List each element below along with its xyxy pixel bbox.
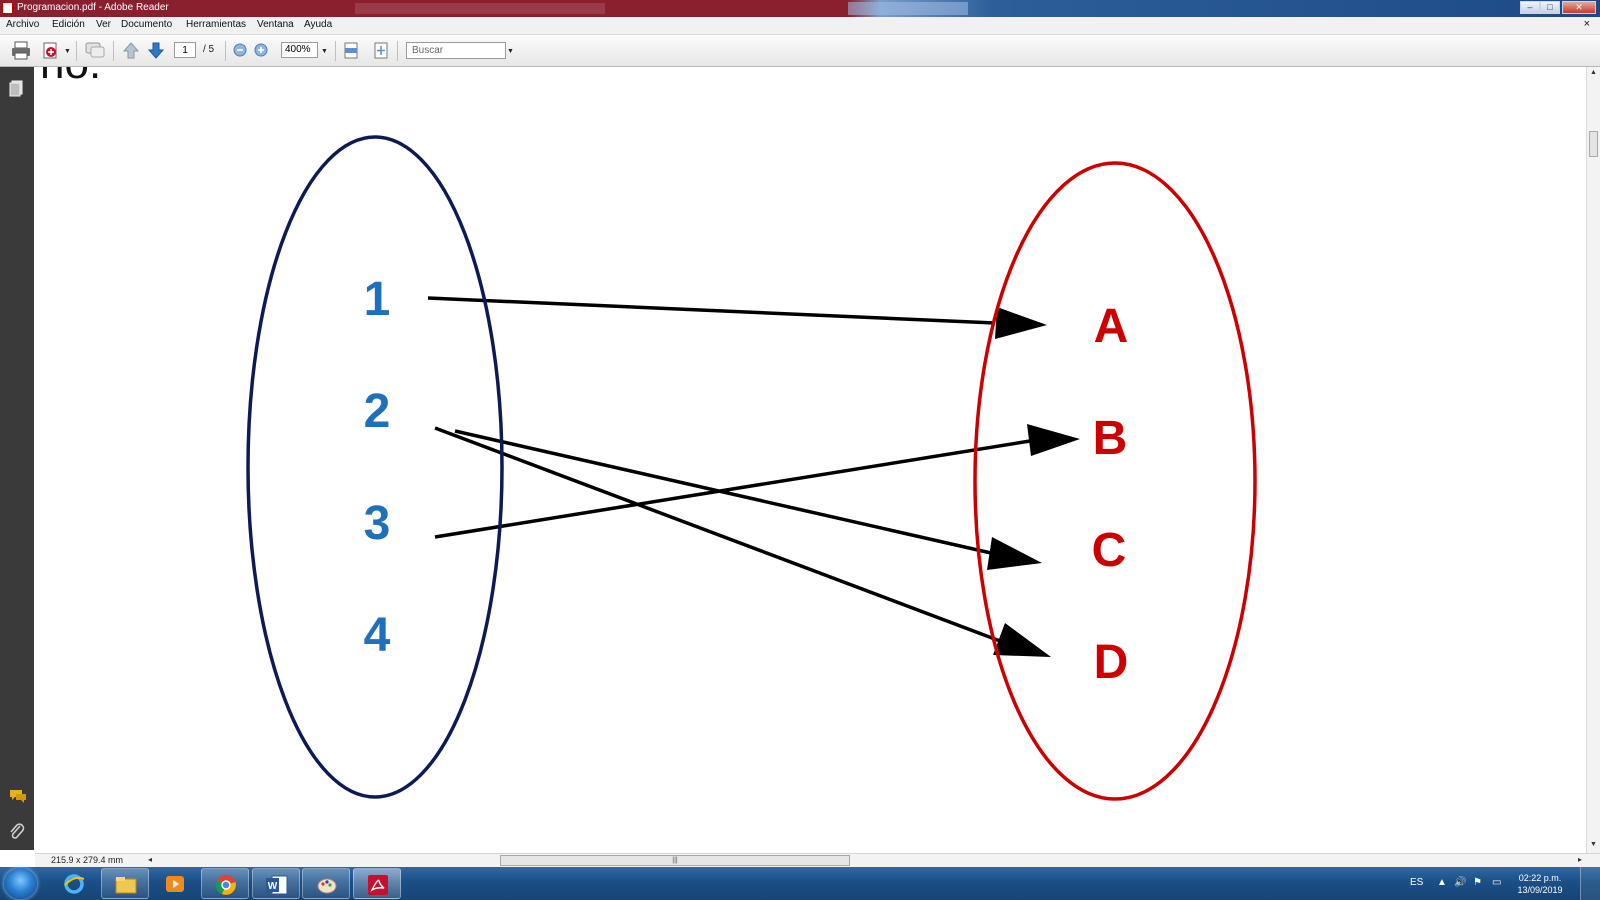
vertical-scrollbar[interactable]: ▲ ▼: [1586, 67, 1600, 853]
blurred-tab-area-2: [848, 2, 968, 15]
menu-herramientas[interactable]: Herramientas: [186, 19, 247, 30]
arrowhead-D: [993, 623, 1051, 657]
action-center-flag-icon[interactable]: ⚑: [1473, 877, 1482, 888]
page-number-input[interactable]: 1: [174, 42, 196, 58]
scroll-left-arrow[interactable]: ◂: [148, 855, 153, 864]
toolbar: ▼ 1 / 5 400% ▼ Buscar ▼: [0, 35, 1600, 67]
scroll-down-arrow[interactable]: ▼: [1590, 841, 1597, 848]
codomain-ellipse: [973, 161, 1257, 801]
paint-icon[interactable]: [302, 868, 350, 899]
codomain-element-B: B: [1093, 412, 1128, 465]
show-hidden-icons[interactable]: ▲: [1437, 877, 1447, 888]
pdf-document-icon: [2, 2, 13, 14]
full-screen-icon[interactable]: [373, 41, 389, 60]
menu-documento[interactable]: Documento: [121, 19, 173, 30]
page-size-label: 215.9 x 279.4 mm: [51, 855, 124, 865]
horizontal-scroll-thumb[interactable]: |||: [500, 855, 850, 866]
attachments-icon[interactable]: [8, 822, 26, 847]
chrome-icon[interactable]: [201, 868, 249, 899]
zoom-level-input[interactable]: 400%: [281, 42, 318, 58]
page-down-icon[interactable]: [147, 41, 165, 60]
page-thumbnails-icon[interactable]: [8, 79, 26, 102]
arrow-1-to-A: [427, 296, 996, 325]
search-dropdown-arrow[interactable]: ▼: [507, 48, 514, 55]
menu-bar: Archivo Edición Ver Documento Herramient…: [0, 17, 1600, 35]
clock-time: 02:22 p.m.: [1518, 873, 1562, 883]
zoom-out-icon[interactable]: [233, 43, 247, 62]
menu-archivo[interactable]: Archivo: [6, 19, 40, 30]
codomain-element-A: A: [1094, 300, 1129, 353]
toolbar-separator: [113, 41, 114, 61]
windows-taskbar: W ES ▲ 🔊 ⚑ ▭ 02:22 p.m. 13/09/2019: [0, 867, 1600, 900]
show-desktop-button[interactable]: [1580, 867, 1600, 900]
menu-edicion[interactable]: Edición: [52, 19, 85, 30]
menu-ver[interactable]: Ver: [96, 19, 112, 30]
fit-page-icon[interactable]: [343, 41, 359, 60]
system-clock[interactable]: 02:22 p.m. 13/09/2019: [1512, 872, 1568, 896]
scroll-up-arrow[interactable]: ▲: [1590, 69, 1597, 76]
domain-element-1: 1: [364, 273, 391, 326]
maximize-button[interactable]: □: [1540, 1, 1560, 14]
internet-explorer-icon[interactable]: [50, 868, 98, 899]
network-icon[interactable]: ▭: [1492, 877, 1502, 888]
blurred-tab-area: [355, 3, 605, 14]
comment-icon[interactable]: [84, 41, 106, 60]
codomain-element-C: C: [1092, 524, 1127, 577]
menu-ventana[interactable]: Ventana: [257, 19, 294, 30]
navigation-panel: [0, 67, 34, 850]
page-total: / 5: [203, 44, 215, 55]
clock-date: 13/09/2019: [1517, 885, 1563, 895]
cut-off-text: no.: [40, 67, 101, 89]
arrowhead-C: [987, 537, 1042, 570]
arrow-3-to-B: [434, 439, 1031, 539]
close-document-button[interactable]: ×: [1583, 18, 1590, 30]
window-title: Programacion.pdf - Adobe Reader: [17, 2, 169, 13]
close-window-button[interactable]: ✕: [1562, 1, 1596, 14]
title-bar: Programacion.pdf - Adobe Reader – □ ✕: [0, 0, 1600, 17]
arrowhead-A: [995, 307, 1047, 339]
toolbar-separator: [76, 41, 77, 61]
arrow-2-to-D: [434, 426, 1001, 643]
vertical-scroll-thumb[interactable]: [1589, 131, 1598, 157]
toolbar-separator: [335, 41, 336, 61]
status-bar: 215.9 x 279.4 mm ◂ ||| ▸: [35, 853, 1600, 867]
minimize-button[interactable]: –: [1520, 1, 1540, 14]
volume-icon[interactable]: 🔊: [1454, 877, 1467, 888]
create-dropdown-arrow[interactable]: ▼: [64, 48, 71, 55]
domain-element-4: 4: [364, 609, 391, 662]
codomain-element-D: D: [1094, 636, 1129, 689]
mapping-diagram: 1 2 3 4 A B C D: [246, 135, 1257, 801]
scroll-right-arrow[interactable]: ▸: [1578, 855, 1583, 864]
domain-ellipse: [246, 135, 504, 799]
language-indicator[interactable]: ES: [1410, 877, 1424, 888]
file-explorer-icon[interactable]: [101, 868, 149, 899]
word-icon[interactable]: W: [252, 868, 300, 899]
domain-element-3: 3: [364, 497, 391, 550]
create-pdf-icon[interactable]: [41, 41, 61, 60]
search-input[interactable]: Buscar: [406, 42, 506, 59]
toolbar-separator: [397, 41, 398, 61]
arrowhead-B: [1027, 424, 1080, 456]
page-up-icon[interactable]: [122, 41, 140, 60]
svg-text:W: W: [268, 881, 278, 892]
menu-ayuda[interactable]: Ayuda: [304, 19, 333, 30]
toolbar-separator: [225, 41, 226, 61]
zoom-in-icon[interactable]: [254, 43, 268, 62]
start-button[interactable]: [4, 868, 37, 899]
printer-icon[interactable]: [10, 41, 32, 60]
comments-icon[interactable]: [8, 787, 28, 810]
adobe-reader-icon[interactable]: [353, 868, 401, 899]
media-player-icon[interactable]: [151, 868, 199, 899]
domain-element-2: 2: [364, 385, 391, 438]
document-view[interactable]: no. 1 2 3 4 A B: [35, 67, 1586, 853]
zoom-dropdown-arrow[interactable]: ▼: [321, 48, 328, 55]
